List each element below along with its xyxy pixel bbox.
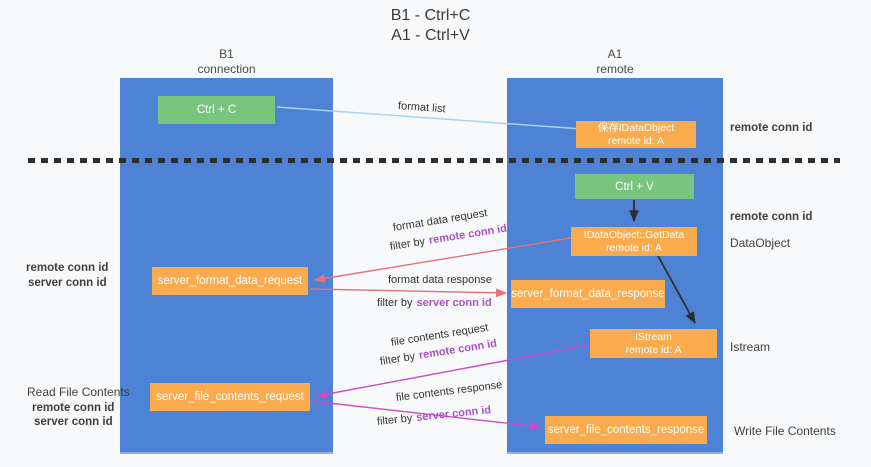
istream-line2: remote id: A	[625, 343, 682, 356]
dataobject-label: DataObject	[730, 236, 791, 250]
dashed-separator-line	[28, 158, 840, 163]
lane-header-b1: B1 connection	[120, 47, 333, 77]
server-file-contents-response-label: server_file_contents_response	[547, 424, 705, 436]
remote-conn-id-left-bottom: remote conn id	[32, 402, 115, 414]
remote-conn-id-left-mid: remote conn id	[26, 262, 109, 274]
server-format-data-request-label: server_format_data_request	[157, 275, 303, 287]
filter-by-text: filter by	[379, 350, 416, 368]
ctrl-c-box: Ctrl + C	[158, 96, 275, 124]
server-format-data-response-label: server_format_data_response	[511, 288, 665, 300]
title-line-2: A1 - Ctrl+V	[391, 27, 470, 44]
server-format-data-response-box: server_format_data_response	[511, 280, 665, 308]
filter-by-text: filter by	[389, 235, 426, 253]
lane-a1-name: A1	[607, 47, 623, 61]
ctrl-c-label: Ctrl + C	[196, 104, 237, 116]
istream-box: IStream remote id: A	[590, 329, 717, 358]
server-file-contents-request-label: server_file_contents_request	[156, 391, 304, 403]
server-file-contents-request-box: server_file_contents_request	[150, 383, 310, 411]
format-list-label: format list	[397, 100, 446, 116]
write-file-contents-label: Write File Contents	[734, 424, 836, 438]
istream-line1: IStream	[635, 330, 672, 343]
server-format-data-request-box: server_format_data_request	[152, 267, 308, 295]
filter-by-server-conn-id-label-2: filter by server conn id	[376, 404, 491, 428]
lane-b1-role: connection	[197, 62, 256, 76]
save-idataobject-box: 保存IDataObject remote id: A	[576, 121, 696, 148]
format-data-response-arrow	[309, 288, 508, 298]
filter-by-text: filter by	[377, 297, 413, 309]
save-idataobject-line2: remote id: A	[607, 134, 665, 147]
istream-side-label: Istream	[730, 340, 771, 354]
ctrl-v-label: Ctrl + V	[615, 180, 654, 193]
save-idataobject-line1: 保存IDataObject	[597, 121, 675, 134]
getdata-line2: remote id: A	[605, 241, 663, 254]
remote-conn-id-right-mid: remote conn id	[730, 211, 813, 223]
server-file-contents-response-box: server_file_contents_response	[545, 416, 707, 444]
format-data-response-label: format data response	[388, 274, 492, 286]
lane-header-a1: A1 remote	[507, 47, 723, 77]
ctrl-v-box: Ctrl + V	[575, 174, 694, 199]
server-conn-id-text: server conn id	[415, 404, 492, 424]
filter-by-server-conn-id-label-1: filter by server conn id	[377, 297, 492, 309]
filter-by-text: filter by	[376, 412, 413, 428]
read-file-contents-label: Read File Contents	[27, 385, 130, 399]
title-line-1: B1 - Ctrl+C	[390, 7, 471, 24]
remote-conn-id-right-top: remote conn id	[730, 122, 813, 134]
server-conn-id-left-bottom: server conn id	[34, 416, 113, 428]
lane-a1-role: remote	[596, 62, 634, 76]
diagram-title: B1 - Ctrl+C A1 - Ctrl+V	[0, 6, 861, 46]
lane-b1-name: B1	[219, 47, 234, 61]
server-conn-id-text: server conn id	[416, 297, 492, 309]
idataobject-getdata-box: IDataObject::GetData remote id: A	[571, 227, 697, 256]
server-conn-id-left-mid: server conn id	[28, 277, 107, 289]
file-contents-response-label: file contents response	[395, 379, 503, 404]
getdata-line1: IDataObject::GetData	[583, 228, 685, 241]
